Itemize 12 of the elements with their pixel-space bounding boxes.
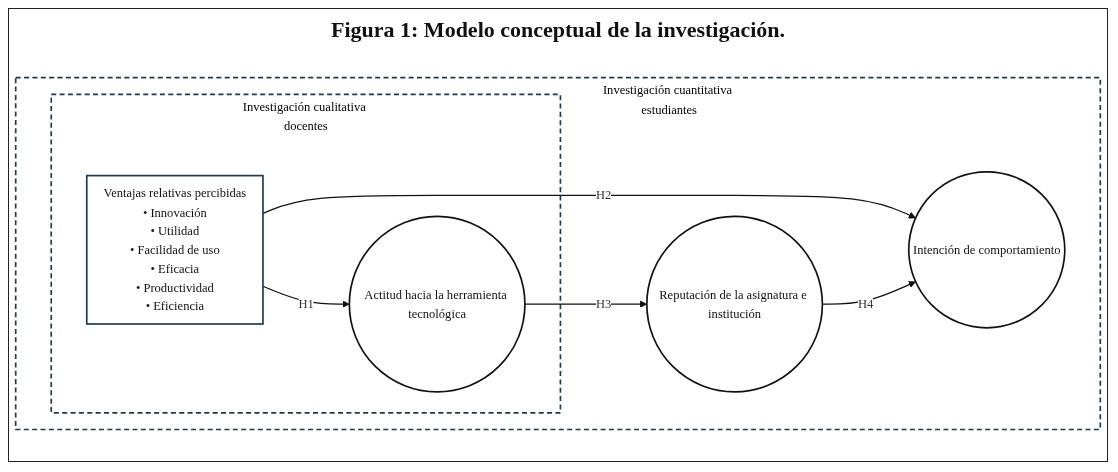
- node-circle: Actitud hacia la herramienta tecnológica: [348, 215, 526, 394]
- figure-title: Figura 1: Modelo conceptual de la investigación.: [331, 17, 785, 43]
- edge-label: H1: [298, 297, 314, 311]
- arrow: [524, 300, 648, 309]
- edge-label: H4: [857, 297, 874, 311]
- edge-label: H2: [595, 188, 612, 203]
- node-circle: Reputación de la asignatura e institución: [646, 215, 824, 394]
- arrow: [262, 286, 350, 309]
- edge-label: H3: [595, 297, 612, 311]
- node-box: Ventajas relativas percibidas • Innovación • Utilidad • Facilidad de uso • Eficacia • Productividad • Eficiencia: [85, 175, 264, 326]
- arrow: [262, 195, 916, 219]
- node-circle: Intención de comportamiento: [907, 171, 1066, 330]
